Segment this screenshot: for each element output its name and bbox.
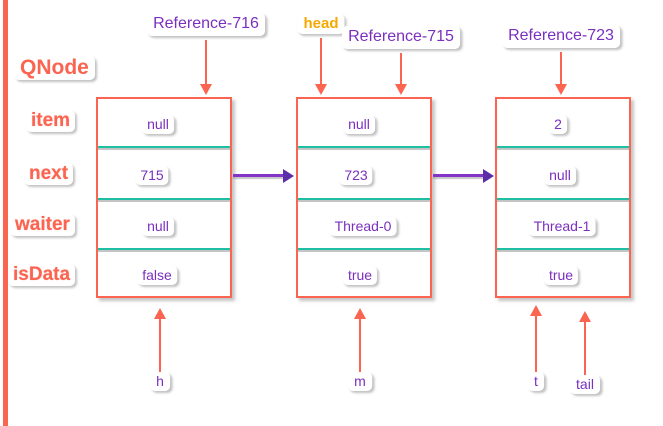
node-2-divider-3 (298, 248, 430, 250)
node-1-divider-3 (98, 248, 230, 250)
field-label-waiter: waiter (10, 214, 75, 236)
next-link-arrow-2-line (433, 174, 485, 177)
node-1-waiter-value: null (142, 217, 174, 236)
node-2-divider-2 (298, 198, 430, 200)
arrow-head-line (320, 38, 322, 85)
node-2-isdata-value: true (342, 266, 378, 285)
node-3-waiter-value: Thread-1 (528, 217, 596, 236)
node-3-isdata-value: true (543, 266, 579, 285)
bottom-label-t: t (528, 372, 544, 391)
bottom-label-m: m (348, 372, 372, 391)
node-3-divider-1 (497, 146, 629, 148)
node-2-next-value: 723 (339, 166, 373, 185)
top-label-reference-715: Reference-715 (342, 26, 460, 49)
node-2-item-value: null (343, 115, 375, 134)
field-label-next: next (24, 163, 74, 185)
arrow-reference-716-head (200, 84, 212, 95)
node-2-waiter-value: Thread-0 (329, 217, 397, 236)
node-1-next-value: 715 (135, 166, 169, 185)
node-1-isdata-value: false (137, 266, 177, 285)
arrow-reference-715-head (395, 84, 407, 95)
node-3-item-value: 2 (549, 115, 567, 134)
top-label-reference-723: Reference-723 (502, 25, 620, 48)
bottom-label-tail: tail (570, 375, 600, 394)
field-label-isdata: isData (8, 264, 76, 286)
arrow-m-line (359, 319, 361, 373)
arrow-t-line (535, 316, 537, 373)
arrow-head-head (315, 84, 327, 95)
field-label-item: item (26, 110, 76, 132)
bottom-label-h: h (150, 372, 170, 391)
arrow-reference-716-line (205, 40, 207, 85)
arrow-t-head (530, 305, 542, 316)
class-title: QNode (14, 56, 95, 80)
node-3-next-value: null (544, 166, 576, 185)
node-1-item-value: null (142, 115, 174, 134)
next-link-arrow-2-head (483, 169, 494, 183)
node-3-divider-2 (497, 198, 629, 200)
left-accent-bar (3, 0, 8, 426)
arrow-reference-723-head (555, 84, 567, 95)
arrow-m-head (354, 308, 366, 319)
node-3-divider-3 (497, 248, 629, 250)
top-label-reference-716: Reference-716 (147, 13, 265, 36)
node-1-divider-1 (98, 146, 230, 148)
arrow-tail-line (584, 322, 586, 376)
top-label-head: head (297, 14, 345, 34)
next-link-arrow-1-line (233, 174, 285, 177)
arrow-reference-715-line (400, 53, 402, 85)
arrow-h-head (154, 308, 166, 319)
next-link-arrow-1-head (283, 169, 294, 183)
node-1-divider-2 (98, 198, 230, 200)
arrow-h-line (159, 319, 161, 373)
node-2-divider-1 (298, 146, 430, 148)
arrow-reference-723-line (560, 52, 562, 85)
arrow-tail-head (579, 311, 591, 322)
